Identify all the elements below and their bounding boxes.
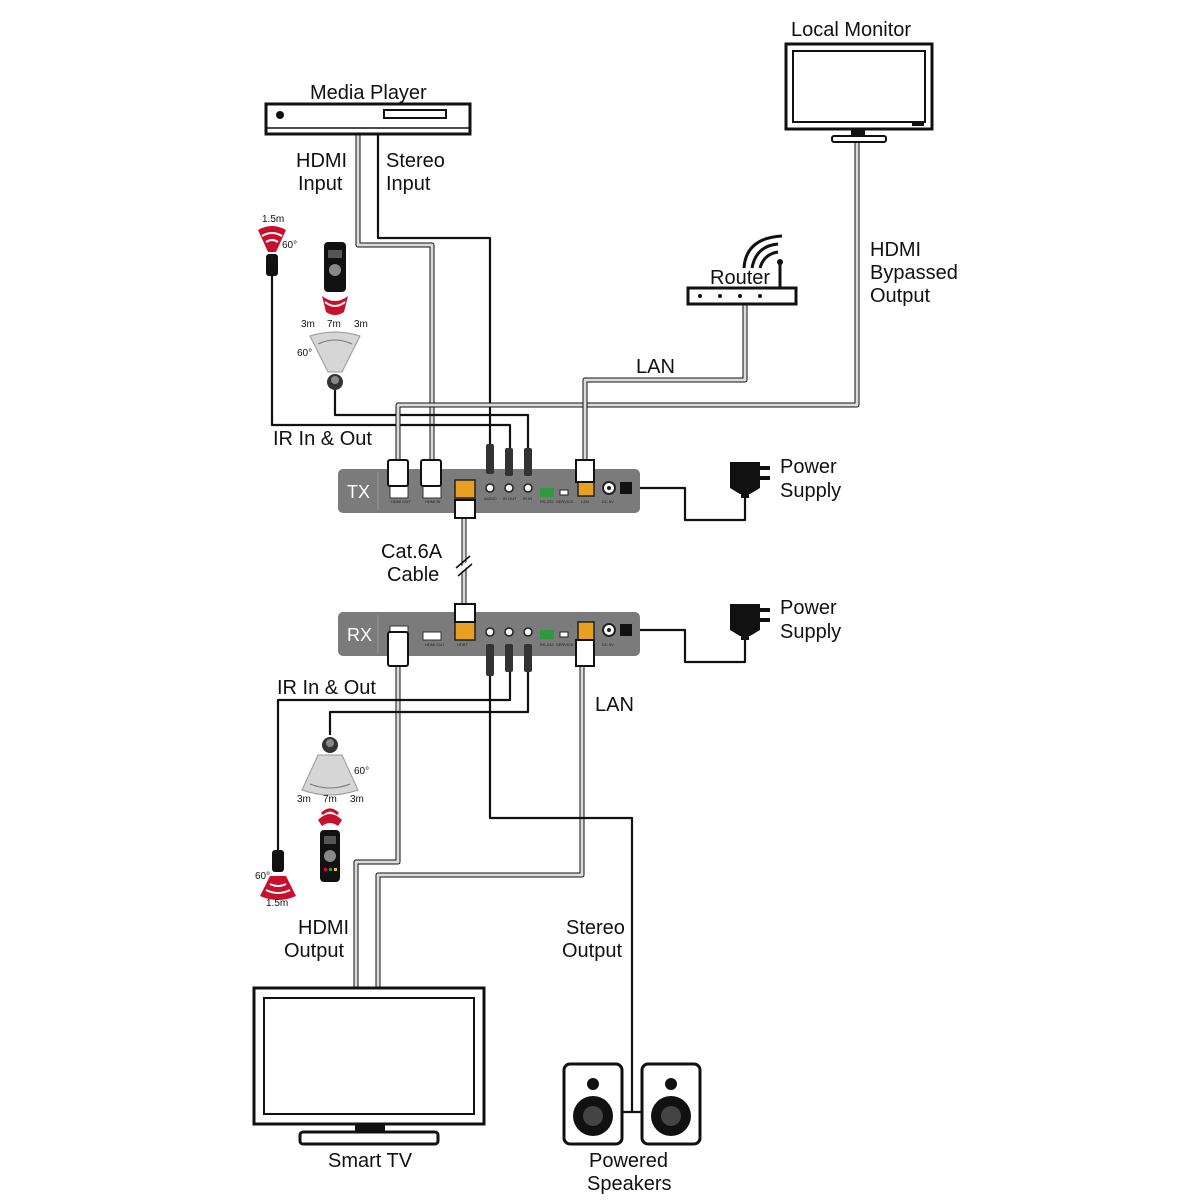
power-supply-tx bbox=[730, 462, 770, 498]
hdmi-output-cable bbox=[353, 665, 401, 990]
ir-top-remote-right: 3m bbox=[354, 319, 368, 330]
hdmi-output-label-2: Output bbox=[284, 940, 344, 962]
powered-speakers-label-2: Speakers bbox=[587, 1173, 672, 1195]
stereo-output-label-1: Stereo bbox=[566, 917, 625, 939]
rx-unit bbox=[338, 612, 640, 656]
rx-label: RX bbox=[347, 625, 372, 645]
power-cable-rx bbox=[628, 628, 747, 664]
rx-port-dc: DC 5V bbox=[602, 642, 614, 647]
cat6a-cable bbox=[455, 515, 474, 610]
ir-emitter-cable-top bbox=[333, 390, 530, 455]
tx-port-audio: AUDIO bbox=[484, 496, 497, 501]
tx-unit bbox=[338, 469, 640, 513]
ir-bottom-eye-distance: 1.5m bbox=[266, 898, 288, 909]
ir-eye-cable-top bbox=[270, 275, 512, 455]
ir-top-eye-distance: 1.5m bbox=[262, 214, 284, 225]
router-label: Router bbox=[710, 267, 770, 289]
ir-receiver-bottom bbox=[260, 850, 296, 900]
ir-emitter-cable-bottom bbox=[328, 672, 530, 735]
media-player-label: Media Player bbox=[310, 82, 427, 104]
ir-bottom-label: IR In & Out bbox=[277, 677, 376, 699]
cat6a-label-1: Cat.6A bbox=[381, 541, 443, 563]
power-cable-tx bbox=[628, 486, 747, 522]
tx-port-ir-in: IR IN bbox=[523, 496, 532, 501]
remote-control-bottom bbox=[318, 808, 342, 882]
tx-connectors bbox=[387, 444, 632, 519]
rx-port-hdbt: HDBT bbox=[457, 642, 468, 647]
ir-top-eye-angle: 60° bbox=[282, 240, 297, 251]
hdmi-bypassed-label-3: Output bbox=[870, 285, 930, 307]
rx-port-hdmi-out: HDMI OUT bbox=[425, 642, 445, 647]
stereo-input-cable bbox=[376, 135, 492, 450]
hdmi-output-label-1: HDMI bbox=[298, 917, 349, 939]
stereo-output-label-2: Output bbox=[562, 940, 622, 962]
remote-control-top bbox=[322, 242, 348, 315]
smart-tv bbox=[252, 986, 486, 1146]
lan-cable-top bbox=[582, 300, 748, 460]
tx-label: TX bbox=[347, 482, 370, 502]
ir-top-remote-mid: 7m bbox=[327, 319, 341, 330]
power-tx-label-1: Power bbox=[780, 456, 837, 478]
tx-port-service: SERVICE bbox=[556, 499, 574, 504]
lan-top-label: LAN bbox=[636, 356, 675, 378]
media-player bbox=[264, 102, 472, 136]
ir-eye-cable-bottom bbox=[276, 672, 512, 850]
stereo-input-label-2: Input bbox=[386, 173, 431, 195]
router bbox=[686, 234, 798, 306]
ir-bottom-eye-angle: 60° bbox=[255, 871, 270, 882]
ir-receiver-top bbox=[258, 226, 286, 276]
power-supply-rx bbox=[730, 604, 770, 640]
powered-speaker-left bbox=[562, 1062, 624, 1146]
tx-port-hdmi-in: HDMI IN bbox=[425, 499, 440, 504]
local-monitor bbox=[784, 42, 934, 143]
hdmi-input-label-1: HDMI bbox=[296, 150, 347, 172]
hdmi-input-label-2: Input bbox=[298, 173, 343, 195]
tx-port-lan: LAN bbox=[581, 499, 589, 504]
rx-port-service: SERVICE bbox=[556, 642, 574, 647]
cat6a-label-2: Cable bbox=[387, 564, 439, 586]
hdmi-input-cable bbox=[355, 135, 435, 460]
power-rx-label-2: Supply bbox=[780, 621, 841, 643]
ir-emitter-top bbox=[309, 331, 361, 390]
hdmi-bypass-cable bbox=[395, 140, 860, 460]
local-monitor-label: Local Monitor bbox=[791, 19, 911, 41]
smart-tv-label: Smart TV bbox=[328, 1150, 413, 1172]
powered-speakers-label-1: Powered bbox=[589, 1150, 668, 1172]
power-tx-label-2: Supply bbox=[780, 480, 841, 502]
ir-bottom-remote-angle: 60° bbox=[354, 766, 369, 777]
ir-top-label: IR In & Out bbox=[273, 428, 372, 450]
ir-top-remote-angle: 60° bbox=[297, 348, 312, 359]
stereo-input-label-1: Stereo bbox=[386, 150, 445, 172]
power-rx-label-1: Power bbox=[780, 597, 837, 619]
stereo-output-cable bbox=[488, 672, 642, 1114]
ir-top-remote-left: 3m bbox=[301, 319, 315, 330]
lan-cable-bottom bbox=[375, 665, 585, 990]
lan-bottom-label: LAN bbox=[595, 694, 634, 716]
powered-speaker-right bbox=[640, 1062, 702, 1146]
ir-bottom-remote-right: 3m bbox=[350, 794, 364, 805]
hdmi-bypassed-label-2: Bypassed bbox=[870, 262, 958, 284]
ir-emitter-bottom bbox=[301, 737, 359, 796]
tx-port-hdmi-out: HDMI OUT bbox=[391, 499, 411, 504]
ir-bottom-remote-left: 3m bbox=[297, 794, 311, 805]
tx-port-dc: DC 5V bbox=[602, 499, 614, 504]
tx-port-rs232: RS-232 bbox=[540, 499, 554, 504]
hdmi-bypassed-label-1: HDMI bbox=[870, 239, 921, 261]
tx-port-ir-out: IR OUT bbox=[503, 496, 517, 501]
rx-connectors bbox=[387, 603, 632, 676]
ir-bottom-remote-mid: 7m bbox=[323, 794, 337, 805]
rx-port-rs232: RS-232 bbox=[540, 642, 554, 647]
